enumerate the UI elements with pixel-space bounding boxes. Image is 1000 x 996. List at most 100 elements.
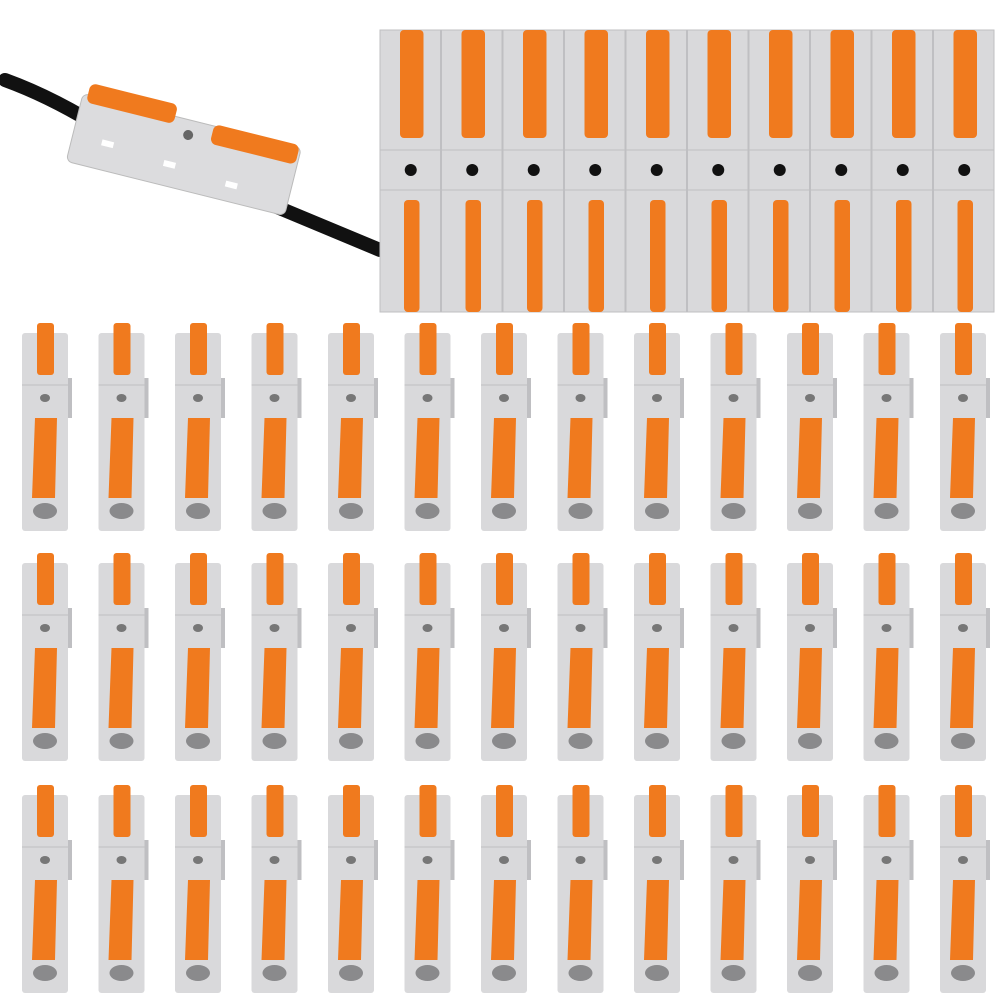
connector-wire-entry [874, 965, 899, 981]
connector-lever-top [419, 553, 437, 605]
connector-wire-entry [721, 733, 746, 749]
single-connector [634, 323, 684, 531]
connector-hole [346, 394, 356, 402]
module-lever-top [584, 30, 608, 138]
single-connector [710, 323, 761, 531]
single-connector [175, 323, 225, 531]
single-connector [404, 323, 455, 531]
connector-hole [652, 856, 662, 864]
module-hole [650, 164, 663, 176]
connector-lever-top [955, 553, 972, 605]
connector-hole [346, 856, 356, 864]
single-connector [863, 785, 914, 993]
connector-lever-top [496, 553, 513, 605]
single-connector [557, 553, 608, 761]
connector-wire-entry [186, 503, 210, 519]
connector-hole [881, 394, 892, 402]
connector-side-tab [986, 840, 990, 880]
connector-lever-top [37, 323, 54, 375]
connector-hole [575, 856, 586, 864]
connector-lever-main [797, 880, 822, 960]
single-connector-grid [22, 323, 990, 993]
single-connector [404, 553, 455, 761]
connector-wire-entry [415, 503, 440, 519]
single-connector [481, 323, 531, 531]
connector-side-tab [603, 608, 608, 648]
single-connector [175, 553, 225, 761]
module-lever-bottom [465, 200, 481, 312]
connector-hole [422, 394, 433, 402]
connector-side-tab [450, 840, 455, 880]
module-hole [589, 164, 602, 176]
connector-hole [40, 624, 50, 632]
single-connector [98, 553, 149, 761]
connector-side-tab [144, 378, 149, 418]
connector-lever-top [725, 785, 743, 837]
connector-wire-entry [951, 965, 975, 981]
connector-lever-main [261, 880, 287, 960]
connector-side-tab [603, 840, 608, 880]
connector-hole [728, 394, 739, 402]
single-connector [863, 323, 914, 531]
connector-lever-top [343, 553, 360, 605]
connector-lever-top [343, 785, 360, 837]
connector-lever-top [496, 323, 513, 375]
connector-lever-top [113, 785, 131, 837]
connector-lever-main [108, 648, 134, 728]
module-hole [773, 164, 786, 176]
connector-side-tab [833, 378, 837, 418]
connector-side-tab [221, 608, 225, 648]
connector-wire-entry [33, 965, 57, 981]
inline-connector-lever-right [211, 125, 299, 164]
connector-lever-main [185, 418, 210, 498]
connector-side-tab [68, 840, 72, 880]
connector-wire-entry [262, 503, 287, 519]
inline-connector-body [66, 94, 301, 215]
connector-hole [805, 624, 815, 632]
single-connector [557, 785, 608, 993]
connector-side-tab [909, 378, 914, 418]
connector-side-tab [603, 378, 608, 418]
connector-side-tab [986, 608, 990, 648]
single-connector [787, 785, 837, 993]
single-connector [481, 553, 531, 761]
connector-wire-entry [645, 965, 669, 981]
connector-hole [193, 624, 203, 632]
connector-hole [269, 856, 280, 864]
connector-lever-top [190, 553, 207, 605]
connector-side-tab [374, 608, 378, 648]
single-connector [481, 785, 531, 993]
connector-lever-top [266, 323, 284, 375]
connector-lever-main [261, 418, 287, 498]
inline-connector-hole [183, 130, 194, 141]
single-connector [710, 553, 761, 761]
connector-side-tab [144, 840, 149, 880]
connector-lever-main [261, 648, 287, 728]
connector-lever-main [338, 880, 363, 960]
connector-hole [958, 856, 968, 864]
connector-wire-entry [262, 733, 287, 749]
connector-lever-top [190, 323, 207, 375]
connector-hole [958, 394, 968, 402]
single-connector [251, 785, 302, 993]
connector-lever-main [32, 880, 57, 960]
connector-hole [958, 624, 968, 632]
connector-wire-entry [339, 965, 363, 981]
module-hole [404, 164, 417, 176]
connector-lever-main [567, 418, 593, 498]
connector-lever-main [644, 418, 669, 498]
block-module [379, 29, 441, 313]
connector-hole [805, 856, 815, 864]
connector-side-tab [297, 840, 302, 880]
connector-wire-entry [33, 503, 57, 519]
connector-hole [422, 624, 433, 632]
connector-wire-entry [339, 733, 363, 749]
connector-lever-top [878, 553, 896, 605]
block-module [748, 29, 810, 313]
block-module [441, 29, 503, 313]
connector-wire-entry [262, 965, 287, 981]
single-connector [328, 323, 378, 531]
connector-hole [499, 856, 509, 864]
connector-lever-top [419, 785, 437, 837]
connector-lever-main [32, 418, 57, 498]
